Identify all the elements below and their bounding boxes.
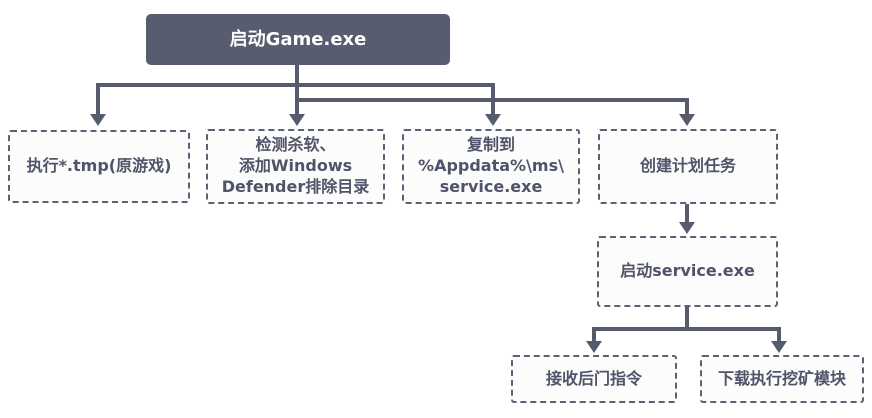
node-copy-appdata-label: 复制到 %Appdata%\ms\ service.exe — [418, 135, 564, 196]
edge-launch-service-children — [592, 327, 781, 342]
node-launch-service-label: 启动service.exe — [620, 261, 755, 281]
arrowhead-detect-av — [289, 114, 305, 126]
edge-root-exec-tmp — [96, 83, 495, 115]
node-detect-av-label: 检测杀软、 添加Windows Defender排除目录 — [221, 135, 370, 196]
edge-root-create-task — [297, 98, 689, 115]
node-launch-game-exe: 启动Game.exe — [146, 14, 450, 65]
arrowhead-backdoor — [586, 341, 602, 353]
arrowhead-exec-tmp — [90, 114, 106, 126]
arrowhead-miner — [771, 341, 787, 353]
node-backdoor-label: 接收后门指令 — [545, 368, 642, 388]
node-create-scheduled-task: 创建计划任务 — [598, 129, 778, 204]
arrowhead-launch-service — [679, 222, 695, 234]
node-launch-game-exe-label: 启动Game.exe — [229, 28, 367, 50]
arrowhead-copy-appdata — [485, 114, 501, 126]
node-detect-antivirus-defender-exclusion: 检测杀软、 添加Windows Defender排除目录 — [206, 129, 385, 204]
node-download-run-mining-module: 下载执行挖矿模块 — [700, 355, 864, 403]
node-miner-label: 下载执行挖矿模块 — [717, 368, 846, 388]
node-receive-backdoor-commands: 接收后门指令 — [511, 355, 677, 403]
node-copy-to-appdata-service-exe: 复制到 %Appdata%\ms\ service.exe — [402, 129, 580, 204]
node-launch-service-exe: 启动service.exe — [597, 236, 778, 307]
node-exec-tmp-original-game: 执行*.tmp(原游戏) — [8, 130, 190, 203]
node-exec-tmp-label: 执行*.tmp(原游戏) — [26, 156, 172, 176]
arrowhead-create-task — [679, 114, 695, 126]
node-create-task-label: 创建计划任务 — [639, 156, 736, 176]
